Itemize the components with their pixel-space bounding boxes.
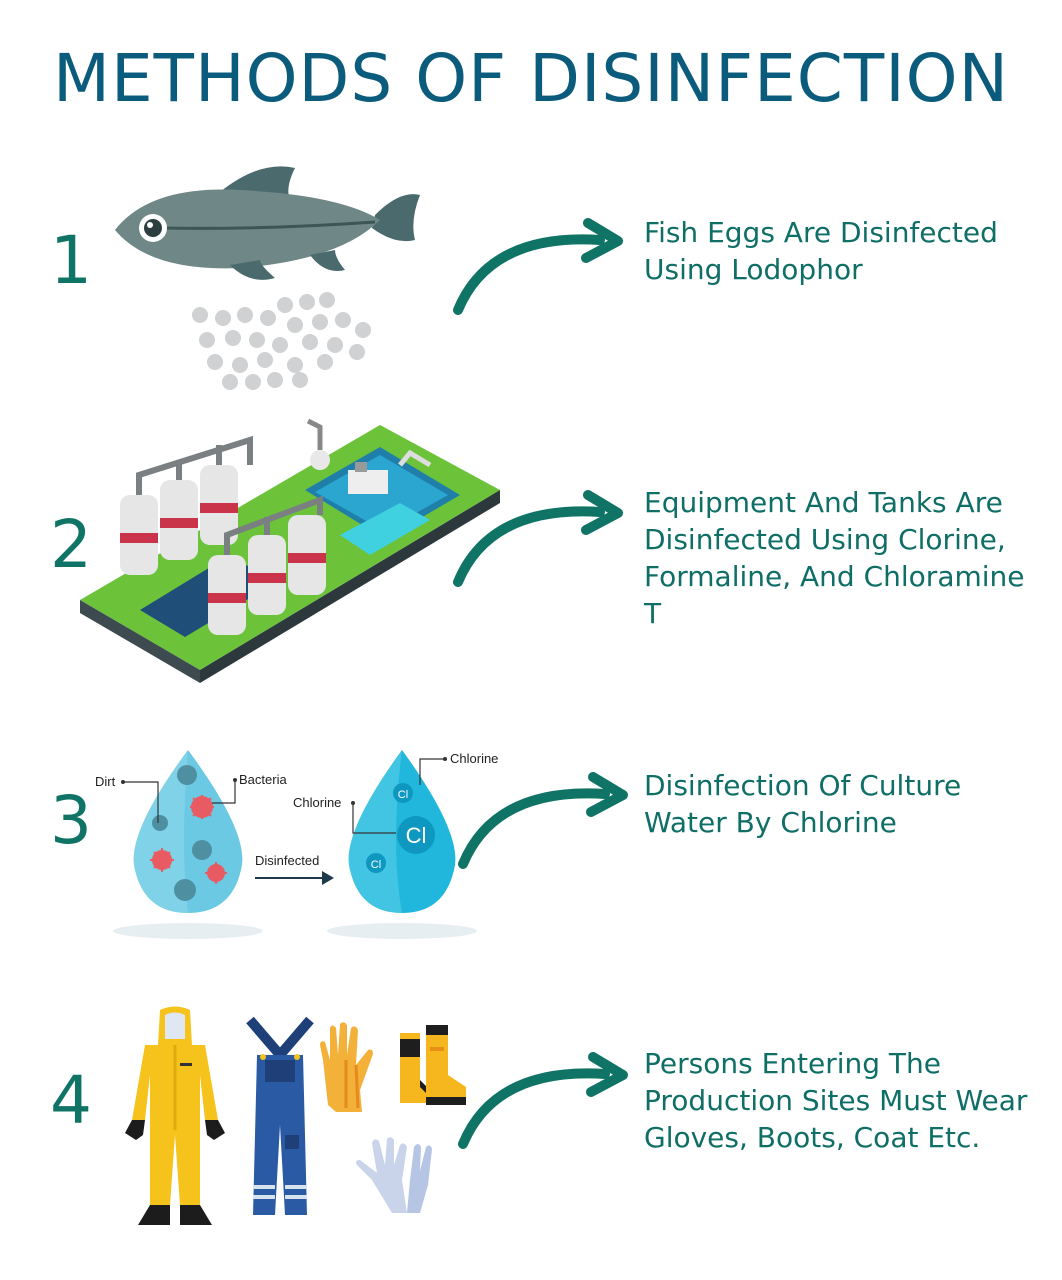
boots-icon (400, 1025, 466, 1105)
eggs-icon (192, 292, 371, 390)
arrow-icon (458, 1052, 628, 1149)
water-treatment-plant-icon (80, 418, 500, 683)
water-drop-icon: Dirt Bacteria Disinfected Cl Cl Cl Chlor… (95, 750, 498, 939)
chlorine-top-label: Chlorine (450, 751, 498, 766)
step-2-number: 2 (50, 506, 92, 583)
cl-small-bottom-label: Cl (371, 859, 381, 871)
arrow-icon (453, 490, 623, 587)
gloves-icon (356, 1137, 432, 1213)
arrow-icon (458, 772, 628, 869)
gloves-icon (320, 1022, 373, 1112)
step-3-number: 3 (50, 782, 92, 859)
disinfected-label: Disinfected (255, 853, 319, 868)
page-title: METHODS OF DISINFECTION (53, 40, 1009, 117)
step-2-text: Equipment And Tanks Are Disinfected Usin… (644, 486, 1025, 630)
step-1-number: 1 (50, 222, 92, 299)
step-3-text: Disinfection Of Culture Water By Chlorin… (644, 769, 962, 839)
step-4-text: Persons Entering The Production Sites Mu… (644, 1047, 1028, 1154)
arrow-icon (453, 218, 623, 315)
bacteria-label: Bacteria (239, 772, 287, 787)
dirt-label: Dirt (95, 774, 116, 789)
hazmat-suit-icon (125, 1006, 225, 1225)
chlorine-left-label: Chlorine (293, 795, 341, 810)
cl-small-top-label: Cl (398, 789, 408, 801)
step-1-text: Fish Eggs Are Disinfected Using Lodophor (644, 216, 998, 286)
cl-big-label: Cl (406, 823, 427, 848)
step-4-number: 4 (50, 1062, 92, 1139)
fish-icon (115, 166, 420, 280)
overalls-icon (246, 1016, 314, 1215)
